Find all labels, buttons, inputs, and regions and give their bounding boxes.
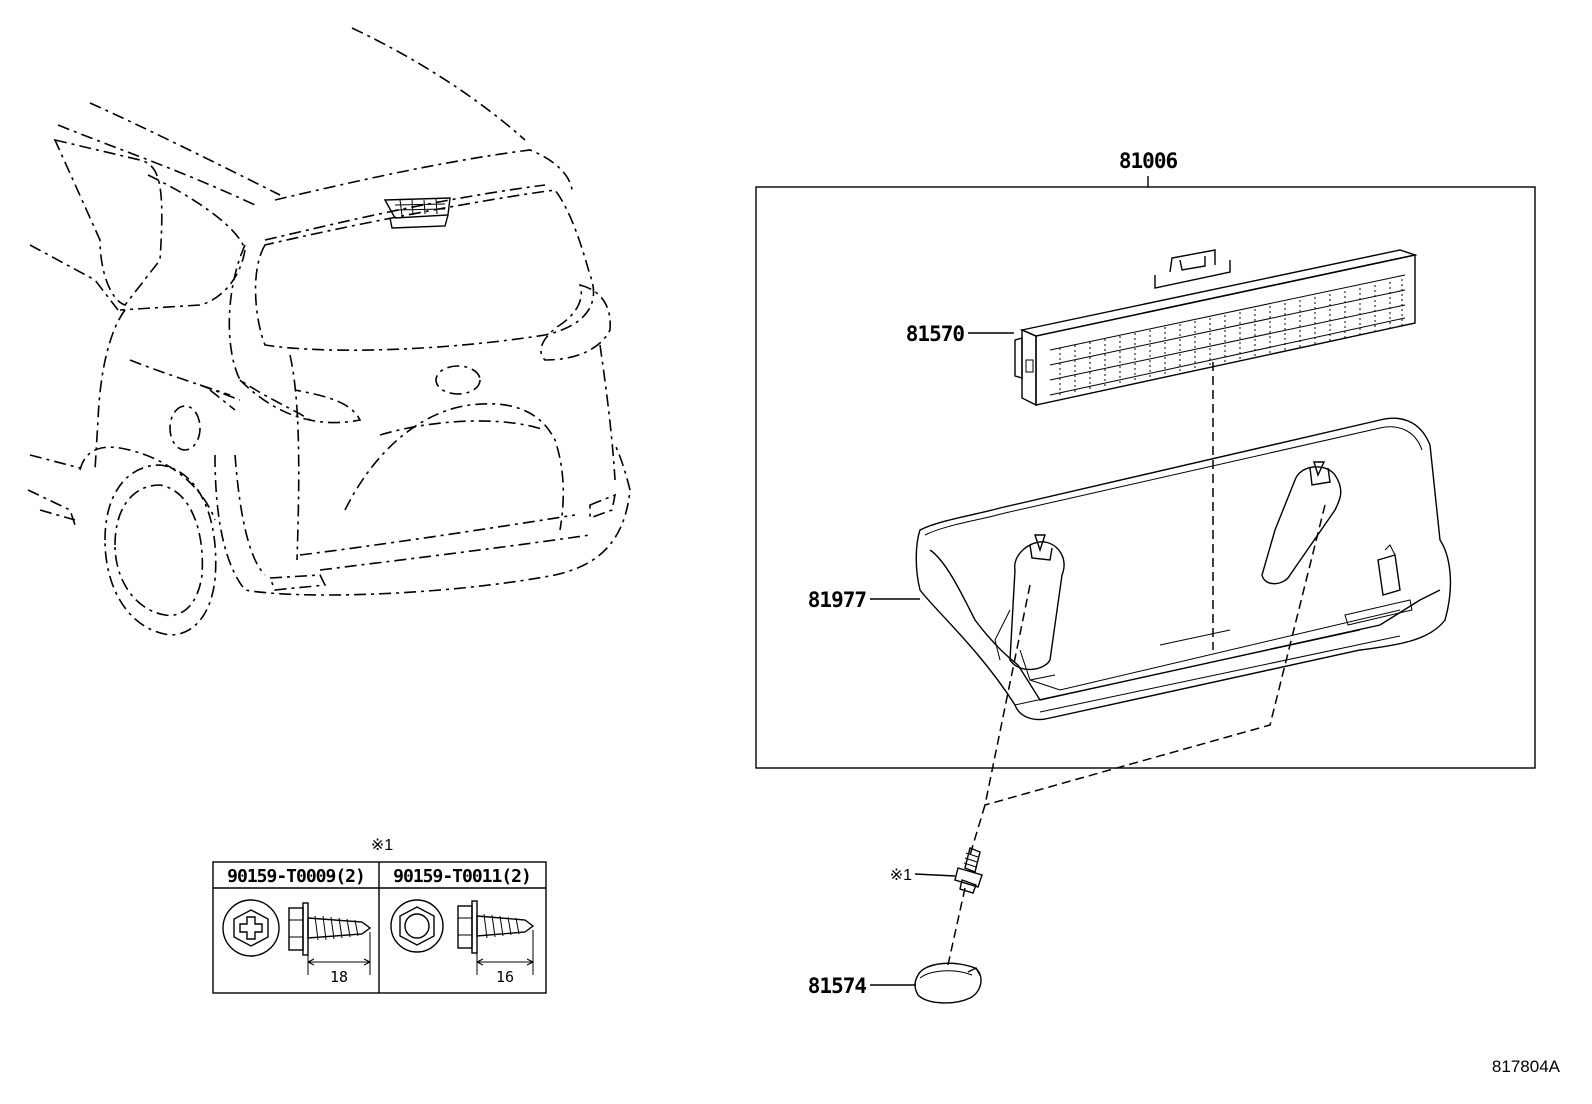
fastening-line-right	[984, 504, 1326, 806]
fastener-col-1-part: 90159-T0009(2)	[227, 866, 365, 887]
housing-part: 81977	[808, 417, 1452, 721]
housing-label: 81977	[808, 588, 867, 612]
screw-phillips-drawing: 18	[222, 899, 372, 986]
cap-label: 81574	[808, 974, 867, 998]
fastener-table: ※1 90159-T0009(2) 90159-T0011(2) 18	[212, 837, 547, 994]
vehicle-rear-outline	[27, 27, 631, 636]
fastener-col-2-part: 90159-T0011(2)	[393, 866, 531, 887]
fastening-line-to-screw	[969, 804, 986, 856]
fastener-col-1-length: 18	[330, 968, 348, 986]
assembly-label: 81006	[1119, 149, 1178, 173]
assembly-81006: 81006	[755, 149, 1536, 769]
figure-code: 817804A	[1492, 1057, 1561, 1076]
light-bar-label: 81570	[906, 322, 965, 346]
cap-part: 81574	[808, 962, 982, 1004]
screw-part: ※1	[890, 847, 983, 894]
screw-callout: ※1	[890, 867, 912, 884]
stop-lamp-on-vehicle	[383, 197, 451, 229]
assembly-frame	[755, 186, 1536, 769]
screw-hex-drawing: 16	[390, 899, 535, 986]
fastening-line-left	[984, 584, 1031, 806]
fastener-col-2-length: 16	[496, 968, 514, 986]
fastening-line-to-cap	[947, 887, 966, 966]
light-bar-part: 81570	[906, 249, 1418, 407]
fastener-table-ref: ※1	[371, 837, 393, 854]
